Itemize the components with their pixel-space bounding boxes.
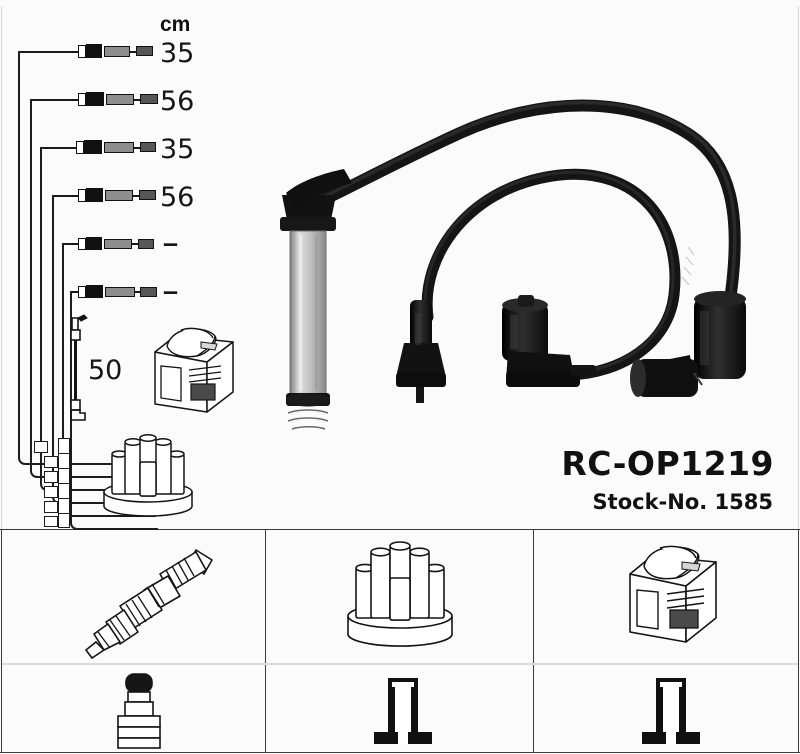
right-angle-boot-middle: [502, 295, 596, 387]
top-region-right-border: [798, 6, 799, 529]
frame-divider-right-vertical: [798, 529, 799, 753]
product-code: RC-OP1219: [561, 444, 774, 483]
measurement-value-3: 35: [160, 134, 195, 165]
measurement-value-7: 50: [88, 355, 123, 386]
main-cable-assembly-photo: [270, 55, 800, 435]
bundle-connector-5: [58, 513, 70, 528]
top-region-left-border: [1, 6, 2, 529]
frame-divider-left-vertical: [1, 529, 2, 753]
panel-spark-plug-boot: [108, 672, 170, 750]
measurement-value-2: 56: [160, 86, 195, 117]
measurement-value-4: 56: [160, 182, 195, 213]
measurement-value-1: 35: [160, 38, 195, 69]
straight-boot-connector: [396, 300, 446, 403]
cable-bundle-line-5: [62, 243, 156, 517]
panel-separator-2: [533, 530, 534, 753]
protective-sleeve: [280, 195, 336, 430]
frame-divider-bottom: [0, 752, 800, 753]
bundle-terminal-3: [44, 486, 58, 498]
bundle-connector-3: [58, 483, 70, 499]
frame-divider-top: [0, 529, 800, 530]
short-lead-50cm: [60, 312, 120, 427]
bundle-terminal-2: [44, 471, 58, 483]
panel-ignition-coil: [620, 540, 730, 650]
panel-separator-1: [265, 530, 266, 753]
unit-header: cm: [160, 13, 191, 36]
cable-row-3: [40, 138, 180, 158]
panel-distributor-cap: [340, 538, 460, 650]
cable-bundle-line-1: [18, 51, 148, 465]
panel-spark-plug: [48, 540, 228, 660]
stock-number: Stock-No. 1585: [592, 490, 773, 514]
cable-bundle-line-4: [52, 195, 154, 504]
ignition-coil-drawing: [145, 322, 245, 418]
measurement-value-6: –: [163, 276, 179, 306]
bundle-connector-6: [58, 438, 70, 454]
cable-bundle-line-3: [40, 147, 152, 491]
cable-row-6: [70, 282, 210, 302]
bundle-terminal-5: [44, 516, 58, 527]
bundle-terminal-4: [44, 501, 58, 513]
bundle-connector-1: [58, 453, 70, 469]
right-angle-boot-right: [630, 291, 746, 397]
bundle-connector-2: [58, 468, 70, 484]
bundle-terminal-1: [44, 456, 58, 468]
bundle-terminal-6: [34, 441, 48, 453]
panel-row-divider: [2, 663, 798, 665]
measurement-value-5: –: [163, 228, 179, 258]
cable-bundle-line-2: [30, 99, 150, 478]
panel-distributor-terminal: [370, 676, 436, 746]
bundle-connector-4: [58, 498, 70, 514]
measurement-table: cm: [0, 0, 215, 320]
distributor-cap-drawing: [98, 432, 198, 520]
panel-coil-terminal: [638, 676, 704, 746]
